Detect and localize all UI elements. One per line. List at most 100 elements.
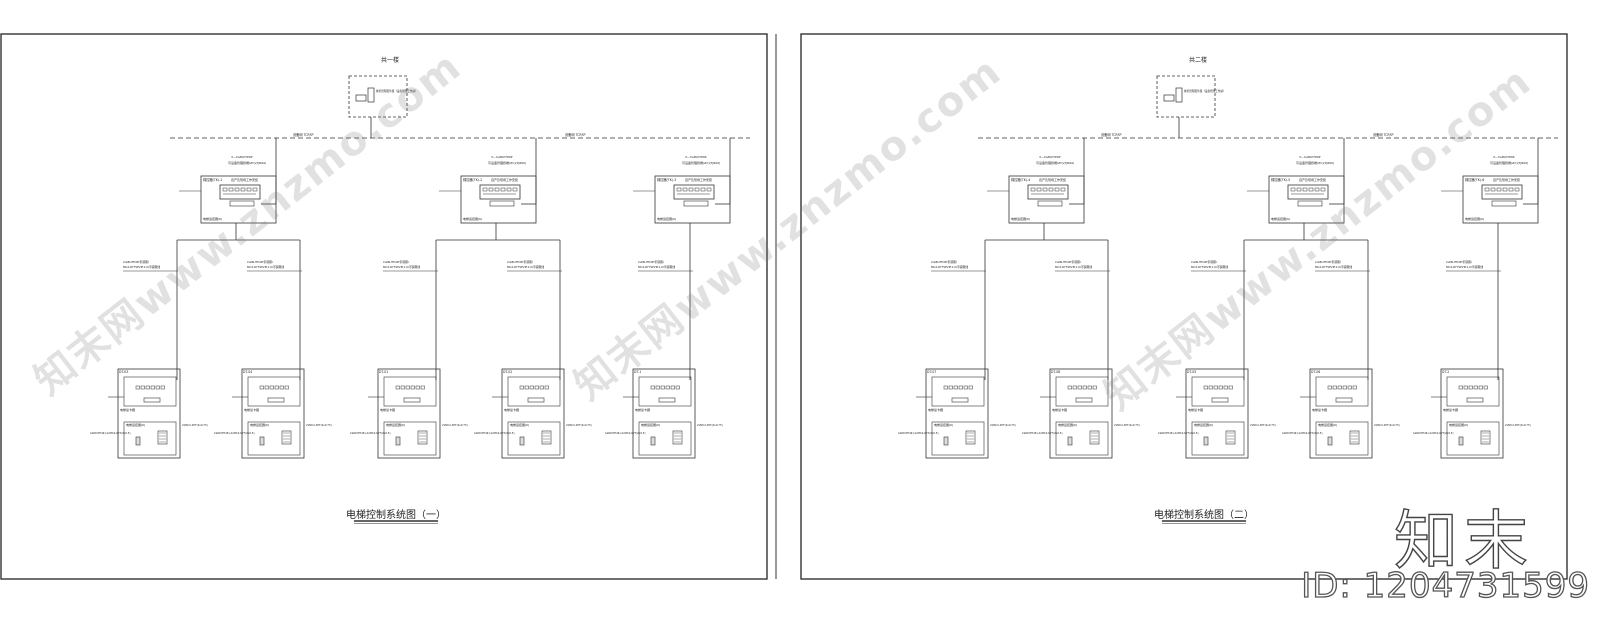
elevator-reader-label: 电梯读卡器 <box>244 407 259 412</box>
asset-id: ID: 1204731599 <box>1301 565 1590 606</box>
cable-label: 3—Cat6UTP4P <box>685 155 707 159</box>
network-label: 设备网 TCP/IP <box>293 132 313 137</box>
terminal-block <box>512 187 518 192</box>
floor-label: 共一楼 <box>381 56 399 64</box>
elevator-controller-box <box>638 376 692 407</box>
elevator-reader-label: 电梯读卡器 <box>504 407 519 412</box>
keypad-device <box>281 430 292 445</box>
controller-sub-label: 自产及现场工作安装 <box>231 177 258 182</box>
bottom-cable-right-label: 2xMC2-RYT(2x0.75) <box>990 423 1016 427</box>
terminal-block <box>1213 385 1218 390</box>
bottom-cable-label: Cat6UTP4P+2xMC2-RYT(2x0.5) <box>1158 431 1198 435</box>
terminal-block <box>1082 385 1087 390</box>
controller-box <box>654 175 731 224</box>
elevator-power-label: 电梯运控器(K) <box>641 422 660 427</box>
terminal-block <box>1483 385 1488 390</box>
elevator-power-label: 电梯运控器(K) <box>1058 422 1077 427</box>
terminal-block <box>506 187 512 192</box>
terminal-block <box>494 187 500 192</box>
controller-module <box>1027 184 1069 200</box>
terminal-block <box>1067 385 1072 390</box>
controller-sub-label: 自产及现场工作安装 <box>491 177 518 182</box>
terminal-block <box>670 385 675 390</box>
card-reader-device <box>1458 436 1464 446</box>
elevator-relay <box>267 397 285 403</box>
terminal-block <box>968 385 973 390</box>
elevator-controller-box <box>1315 376 1369 407</box>
controller-sub-label: 自产及现场工作安装 <box>1299 177 1326 182</box>
elevator-cable-label: MC2-RYTSPVP(1.0)带屏蔽线 <box>383 265 420 269</box>
terminal-block <box>694 187 700 192</box>
elevator-label: DT-08 <box>1051 370 1060 374</box>
controller-relay <box>489 200 515 207</box>
elevator-label: DT-06 <box>1311 370 1320 374</box>
elevator-cabin-box <box>247 421 301 456</box>
elevator-relay <box>1335 397 1353 403</box>
controller-module <box>219 184 261 200</box>
terminal-block <box>1036 187 1042 192</box>
controller-label: 梯控器(TK)-1 <box>203 177 222 182</box>
terminal-block <box>958 385 963 390</box>
cable-label: 3—Cat6UTP4P <box>491 155 513 159</box>
controller-module <box>1287 184 1329 200</box>
elevator-cabin-box <box>931 421 985 456</box>
bottom-cable-label: Cat6UTP4P+2xMC2-RYT(2x0.5) <box>1022 431 1062 435</box>
controller-box <box>460 175 537 224</box>
controller-relay <box>1297 200 1323 207</box>
terminal-block <box>682 187 688 192</box>
bottom-cable-right-label: 2xMC2-RYT(2x0.75) <box>1250 423 1276 427</box>
controller-relay <box>1491 200 1517 207</box>
controller-label: 梯控器(TK)-2 <box>463 177 482 182</box>
terminal-block <box>1352 385 1357 390</box>
elevator-power-label: 电梯运控器(K) <box>934 422 953 427</box>
elevator-controller-box <box>1191 376 1245 407</box>
elevator-reader-label: 电梯读卡器 <box>1188 407 1203 412</box>
terminal-block <box>1208 385 1213 390</box>
keypad-device <box>157 430 168 445</box>
keypad-device <box>1349 430 1360 445</box>
bottom-cable-label: Cat6UTP4P+2xMC2-RYT(2x0.5) <box>1413 431 1453 435</box>
elevator-cable-label: MC2-RYTSPVP(1.0)带屏蔽线 <box>638 265 675 269</box>
controller-sub-label: 自产及现场工作安装 <box>1493 177 1520 182</box>
elevator-power-label: 电梯运控器(K) <box>126 422 145 427</box>
terminal-block <box>524 385 529 390</box>
elevator-cable-label: MC2-RYTSPVP(1.0)带屏蔽线 <box>1055 265 1092 269</box>
elevator-frame <box>1185 368 1249 459</box>
card-reader-device <box>519 436 525 446</box>
elevator-cable-label: MC2-RYTSPVP(1.0)带屏蔽线 <box>507 265 544 269</box>
controller-power-label: 电梯运控器(K) <box>463 216 482 221</box>
card-reader-device <box>1203 436 1209 446</box>
terminal-block <box>420 385 425 390</box>
controller-box <box>200 175 277 224</box>
controller-module <box>1481 184 1523 200</box>
terminal-block <box>1203 385 1208 390</box>
terminal-block <box>539 385 544 390</box>
bottom-cable-right-label: 2xMC2-RYT(2x0.75) <box>1114 423 1140 427</box>
card-reader-device <box>395 436 401 446</box>
bottom-cable-label: Cat6UTP4P+2xMC2-RYT(2x0.5) <box>605 431 645 435</box>
elevator-cable-label: Cat6UTP4P(带屏蔽) <box>1055 260 1081 264</box>
terminal-block <box>240 187 246 192</box>
terminal-block <box>395 385 400 390</box>
bottom-cable-label: Cat6UTP4P+2xMC2-RYT(2x0.5) <box>898 431 938 435</box>
elevator-label: DT-2 <box>1442 370 1449 374</box>
elevator-relay <box>403 397 421 403</box>
controller-relay <box>683 200 709 207</box>
elevator-relay <box>658 397 676 403</box>
terminal-block <box>1290 187 1296 192</box>
cable-label: 3—Cat6UTP4P <box>1039 155 1061 159</box>
cable-label: 3—Cat6UTP4P <box>1493 155 1515 159</box>
elevator-power-label: 电梯运控器(K) <box>1194 422 1213 427</box>
cable-label: 可设备管理终端(ZC)(TJ600) <box>1490 160 1528 165</box>
floor-label: 共二楼 <box>1189 56 1207 64</box>
keypad-device <box>417 430 428 445</box>
terminal-block <box>1218 385 1223 390</box>
elevator-cable-label: Cat6UTP4P(带屏蔽) <box>383 260 409 264</box>
elevator-cabin-box <box>638 421 692 456</box>
terminal-block <box>274 385 279 390</box>
elevator-cable-label: MC2-RYTSPVP(1.0)带屏蔽线 <box>123 265 160 269</box>
elevator-controller-box <box>123 376 177 407</box>
terminal-block <box>534 385 539 390</box>
